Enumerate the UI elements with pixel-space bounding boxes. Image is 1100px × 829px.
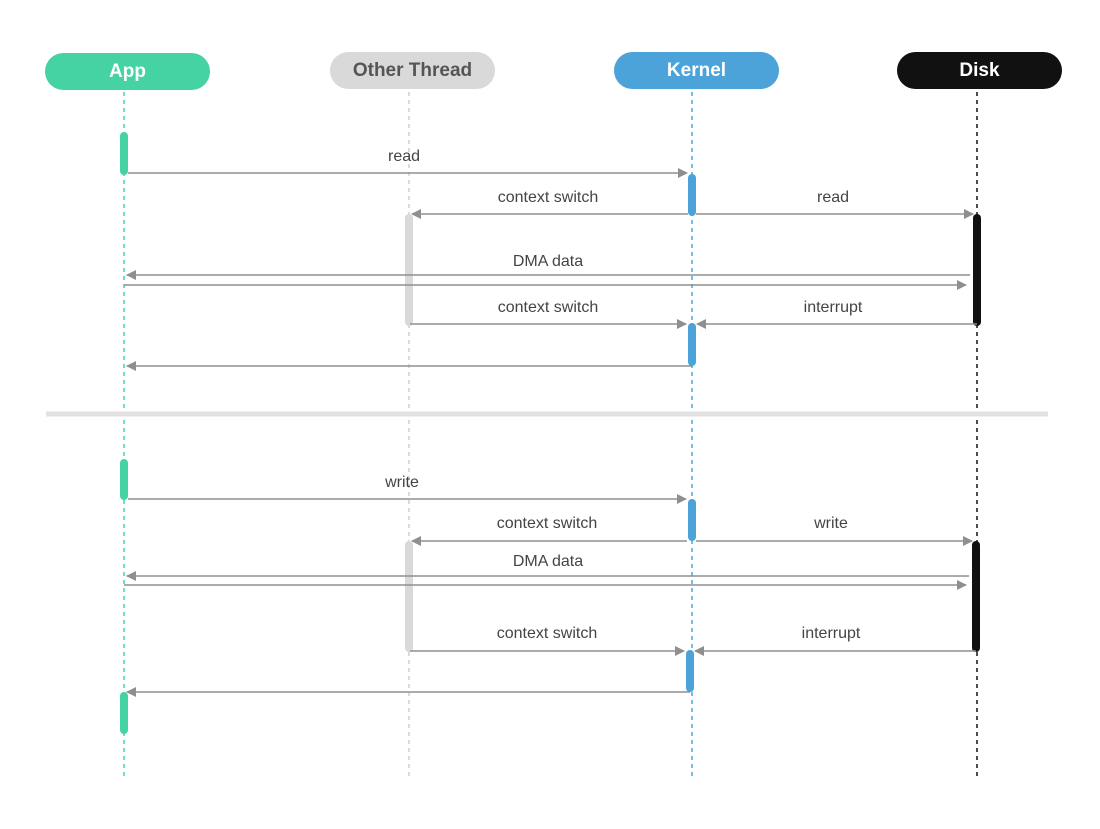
message-label-dma-data-w: DMA data <box>513 553 583 570</box>
kernel-label: Kernel <box>667 60 726 81</box>
message-label-dma-data: DMA data <box>513 253 583 270</box>
message-label-context-switch-back-w: context switch <box>497 625 597 642</box>
participant-app: App <box>45 53 210 90</box>
participant-kernel: Kernel <box>614 52 779 89</box>
app-pill <box>45 53 210 90</box>
other-thread-pill <box>330 52 495 89</box>
message-label-read: read <box>388 148 420 165</box>
write-section: write context switch write DMA data cont… <box>120 459 980 734</box>
participant-other-thread: Other Thread <box>330 52 495 89</box>
message-label-write-disk: write <box>813 515 848 532</box>
disk-label: Disk <box>959 60 1000 81</box>
message-label-context-switch-w: context switch <box>497 515 597 532</box>
message-label-context-switch: context switch <box>498 189 598 206</box>
other-thread-label: Other Thread <box>353 60 472 81</box>
disk-pill <box>897 52 1062 89</box>
message-label-context-switch-back: context switch <box>498 299 598 316</box>
message-label-interrupt-w: interrupt <box>802 625 861 642</box>
message-label-write: write <box>384 474 419 491</box>
participant-disk: Disk <box>897 52 1062 89</box>
kernel-pill <box>614 52 779 89</box>
read-section: read context switch read DMA data contex… <box>120 132 981 371</box>
message-label-read-disk: read <box>817 189 849 206</box>
app-label: App <box>109 61 146 82</box>
message-label-interrupt: interrupt <box>804 299 863 316</box>
